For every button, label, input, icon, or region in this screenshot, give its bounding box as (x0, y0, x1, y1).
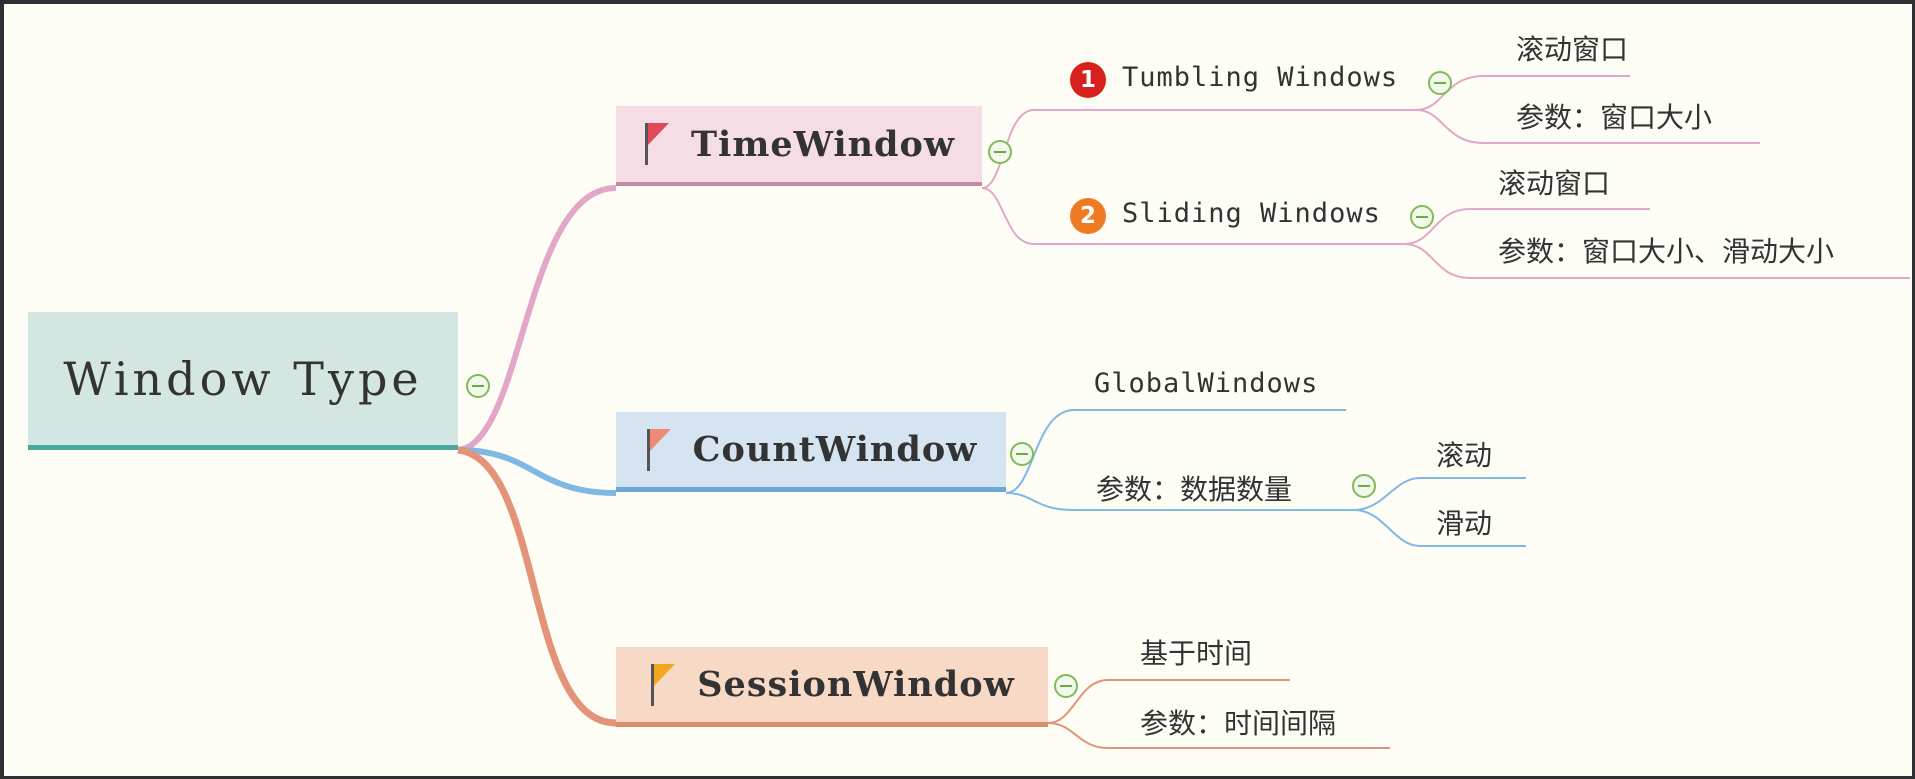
topic-sessionwindow-label: SessionWindow (697, 664, 1015, 705)
session-child-params[interactable]: 参数：时间间隔 (1140, 707, 1337, 740)
connector-session-child-2 (1047, 722, 1390, 749)
count-param-child-sliding[interactable]: 滑动 (1436, 507, 1493, 540)
sliding-child-rolling[interactable]: 滚动窗口 (1498, 167, 1611, 200)
connector-lines (457, 75, 1910, 749)
topic-countwindow-label: CountWindow (692, 429, 978, 470)
topic-sessionwindow[interactable]: SessionWindow (616, 647, 1048, 727)
root-topic[interactable]: Window Type (28, 312, 458, 450)
tumbling-child-rolling[interactable]: 滚动窗口 (1516, 33, 1629, 66)
subtopic-globalwindows[interactable]: GlobalWindows (1094, 368, 1319, 399)
connector-count-global (1005, 409, 1346, 494)
collapse-count-params-icon[interactable] (1352, 474, 1376, 498)
mindmap-canvas: Window Type TimeWindow 1 Tumbling Window… (4, 4, 1912, 776)
collapse-tumbling-icon[interactable] (1428, 71, 1452, 95)
subtopic-count-params[interactable]: 参数：数据数量 (1096, 473, 1293, 506)
connector-time-sliding (981, 187, 1404, 245)
orange-flag-icon (651, 663, 676, 706)
session-child-time-based[interactable]: 基于时间 (1140, 637, 1253, 670)
connector-time-tumbling (981, 109, 1416, 189)
connector-param-child-1 (1353, 477, 1526, 511)
subtopic-sliding-windows[interactable]: Sliding Windows (1122, 198, 1381, 229)
priority-1-icon: 1 (1070, 62, 1106, 98)
collapse-timewindow-icon[interactable] (988, 140, 1012, 164)
topic-countwindow[interactable]: CountWindow (616, 412, 1006, 492)
connector-tumbling-child-2 (1415, 109, 1760, 144)
collapse-sliding-icon[interactable] (1410, 205, 1434, 229)
sliding-child-params[interactable]: 参数：窗口大小、滑动大小 (1498, 235, 1835, 268)
connector-count-param (1005, 492, 1354, 511)
connector-param-child-2 (1353, 509, 1526, 547)
connector-session-child-1 (1047, 679, 1290, 724)
connector-root-session (457, 446, 617, 727)
red-flag-icon (644, 123, 669, 165)
collapse-sessionwindow-icon[interactable] (1054, 674, 1078, 698)
connector-sliding-child-1 (1403, 208, 1650, 245)
priority-2-icon: 2 (1070, 198, 1106, 234)
subtopic-tumbling-windows[interactable]: Tumbling Windows (1122, 62, 1399, 93)
connector-root-count (457, 447, 617, 496)
collapse-root-icon[interactable] (466, 374, 490, 398)
topic-timewindow-label: TimeWindow (690, 123, 956, 165)
tumbling-child-params[interactable]: 参数：窗口大小 (1516, 101, 1713, 134)
collapse-countwindow-icon[interactable] (1010, 442, 1034, 466)
count-param-child-rolling[interactable]: 滚动 (1436, 439, 1493, 472)
connector-root-time (457, 185, 617, 453)
salmon-flag-icon (646, 428, 671, 471)
topic-timewindow[interactable]: TimeWindow (616, 106, 982, 186)
connector-sliding-child-2 (1403, 243, 1910, 279)
root-topic-label: Window Type (63, 351, 423, 406)
